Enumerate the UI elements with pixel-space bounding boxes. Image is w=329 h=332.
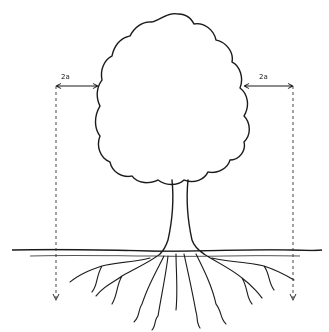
left-dimension-label: 2a bbox=[61, 74, 70, 81]
tree-trunk bbox=[160, 180, 204, 254]
left-dimension bbox=[53, 84, 98, 301]
right-dimension bbox=[244, 84, 296, 301]
ground-line bbox=[12, 250, 322, 252]
right-dimension-label: 2a bbox=[259, 74, 268, 81]
tree-canopy bbox=[96, 14, 250, 185]
tree-roots bbox=[70, 254, 294, 330]
ground-line-lower bbox=[30, 256, 300, 257]
